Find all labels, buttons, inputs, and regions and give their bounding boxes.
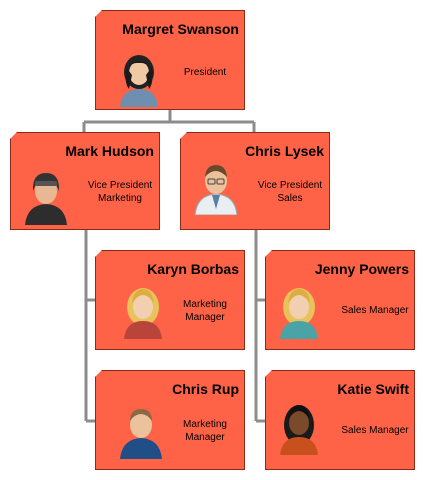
node-role: President bbox=[183, 67, 227, 78]
node-role: Marketing Manager bbox=[183, 299, 227, 323]
node-name: Margret Swanson bbox=[122, 21, 239, 37]
woman-dark-skin-avatar-icon bbox=[276, 397, 322, 455]
man-avatar-icon bbox=[118, 401, 164, 459]
node-name: Jenny Powers bbox=[314, 261, 409, 277]
doctor-avatar-icon bbox=[193, 157, 239, 215]
node-name: Katie Swift bbox=[337, 381, 409, 397]
woman-blonde-avatar-icon bbox=[120, 281, 166, 339]
node-margret-swanson[interactable]: Margret Swanson President bbox=[95, 10, 245, 110]
node-katie-swift[interactable]: Katie Swift Sales Manager bbox=[265, 370, 415, 470]
node-chris-lysek[interactable]: Chris Lysek Vice President Sales bbox=[180, 132, 330, 230]
node-chris-rup[interactable]: Chris Rup Marketing Manager bbox=[95, 370, 245, 470]
node-role: Vice President Sales bbox=[257, 180, 323, 204]
woman-dark-hair-avatar-icon bbox=[116, 49, 162, 107]
node-karyn-borbas[interactable]: Karyn Borbas Marketing Manager bbox=[95, 250, 245, 350]
node-jenny-powers[interactable]: Jenny Powers Sales Manager bbox=[265, 250, 415, 350]
node-name: Chris Rup bbox=[172, 381, 239, 397]
node-name: Chris Lysek bbox=[245, 143, 324, 159]
node-name: Karyn Borbas bbox=[147, 261, 239, 277]
node-role: Sales Manager bbox=[341, 425, 409, 436]
node-role: Sales Manager bbox=[341, 305, 409, 316]
node-role: Vice President Marketing bbox=[87, 180, 153, 204]
node-mark-hudson[interactable]: Mark Hudson Vice President Marketing bbox=[10, 132, 160, 230]
node-role: Marketing Manager bbox=[183, 419, 227, 443]
man-beanie-avatar-icon bbox=[23, 167, 69, 225]
node-name: Mark Hudson bbox=[65, 143, 154, 159]
woman-blonde-avatar-icon bbox=[276, 281, 322, 339]
